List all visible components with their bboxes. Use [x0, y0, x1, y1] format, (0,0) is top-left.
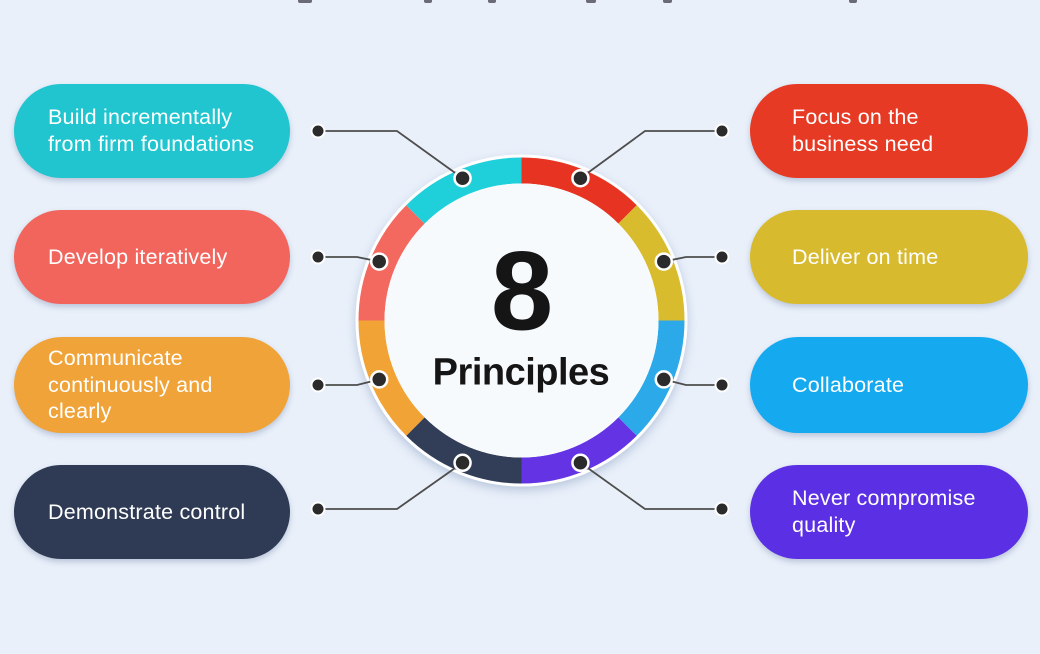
connector-pill-dot: [714, 123, 730, 139]
principle-pill-never-compromise-quality: Never compromise quality: [750, 465, 1028, 559]
connector-line: [579, 130, 722, 179]
principle-label: Communicate continuously and clearly: [48, 346, 213, 424]
cutoff-title-fragment: [488, 0, 496, 3]
cutoff-title-fragment: [424, 0, 432, 3]
cutoff-title-fragment: [586, 0, 596, 3]
principle-label: Collaborate: [792, 372, 905, 397]
connector-ring-dot: [571, 168, 590, 188]
connector-line: [318, 256, 380, 263]
connector-line: [579, 462, 722, 510]
center-label: Principles: [432, 351, 610, 394]
connector-pill-dot: [714, 249, 730, 265]
principle-pill-focus-on-business-need: Focus on the business need: [750, 84, 1028, 178]
connector-ring-dot: [369, 252, 389, 271]
cutoff-title-fragment: [849, 0, 857, 3]
connector-line: [663, 378, 722, 386]
ring-segment: [618, 205, 685, 321]
ring-segment: [521, 157, 637, 224]
principle-label: Develop iteratively: [48, 244, 228, 269]
connector-ring-dot: [571, 453, 590, 473]
principle-label: Demonstrate control: [48, 499, 246, 524]
ring-segment: [521, 417, 637, 484]
connector-line: [318, 378, 380, 386]
ring-segment: [618, 320, 685, 436]
ring-segment: [406, 157, 522, 224]
connector-ring-dot: [453, 168, 472, 188]
ring-segment: [358, 205, 425, 321]
principle-label: Never compromise quality: [792, 486, 976, 537]
cutoff-title-fragment: [663, 0, 672, 3]
principle-pill-build-incrementally: Build incrementally from firm foundation…: [14, 84, 290, 178]
principle-pill-demonstrate-control: Demonstrate control: [14, 465, 290, 559]
ring-segment: [406, 417, 522, 484]
connector-line: [663, 256, 722, 263]
connector-pill-dot: [310, 501, 326, 517]
principle-pill-develop-iteratively: Develop iteratively: [14, 210, 290, 304]
connector-ring-dot: [453, 453, 472, 473]
ring-segment: [358, 320, 425, 436]
connector-ring-dot: [654, 370, 674, 389]
connector-line: [318, 462, 464, 510]
principle-pill-deliver-on-time: Deliver on time: [750, 210, 1028, 304]
connector-ring-dot: [369, 370, 389, 389]
connector-line: [318, 130, 464, 179]
center-number: 8: [490, 228, 553, 354]
cutoff-title-fragment: [298, 0, 312, 3]
principle-pill-collaborate: Collaborate: [750, 337, 1028, 433]
connector-ring-dot: [654, 252, 674, 271]
connector-pill-dot: [310, 377, 326, 393]
principle-label: Focus on the business need: [792, 105, 934, 156]
connector-pill-dot: [310, 249, 326, 265]
hub-center-text: 8 Principles: [432, 228, 610, 395]
connector-pill-dot: [310, 123, 326, 139]
connector-pill-dot: [714, 377, 730, 393]
connector-pill-dot: [714, 501, 730, 517]
principle-label: Deliver on time: [792, 244, 939, 269]
principle-label: Build incrementally from firm foundation…: [48, 105, 255, 156]
principle-pill-communicate-continuously: Communicate continuously and clearly: [14, 337, 290, 433]
